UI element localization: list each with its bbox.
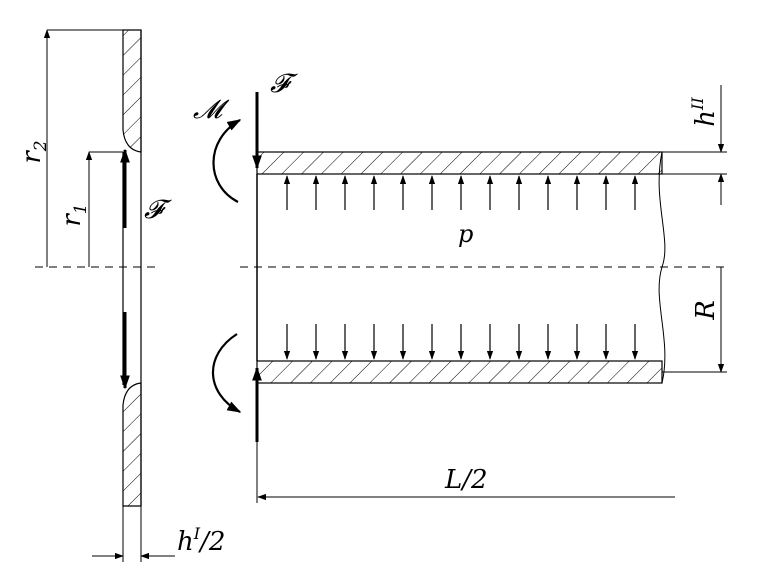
- label-radius: R: [691, 300, 721, 321]
- label-plate-thickness: hI/2: [177, 524, 225, 557]
- label-r2: r2: [17, 140, 51, 163]
- tube-break-line: [658, 151, 666, 384]
- plate-section: [120, 29, 142, 562]
- label-moment: 𝓜: [193, 95, 230, 125]
- dimension-half-length: L/2: [256, 442, 675, 503]
- dimension-radius: R: [662, 267, 727, 373]
- label-half-length: L/2: [444, 465, 488, 495]
- plate-lower-hatch: [122, 382, 142, 507]
- moment-top-arc: [212, 119, 242, 203]
- dimension-r2: r2: [17, 29, 123, 267]
- label-tube-thickness: hII: [688, 97, 721, 127]
- dimension-tube-thickness: hII: [662, 85, 727, 205]
- moment-bottom-arc: [211, 333, 242, 413]
- pressure-arrows-top: [283, 175, 639, 210]
- tube-section: [256, 151, 666, 384]
- label-pressure: p: [458, 220, 473, 248]
- tube-bottom-wall: [256, 360, 663, 384]
- plate-upper-hatch: [122, 29, 142, 153]
- dimension-r1: r1: [57, 151, 123, 267]
- tube-top-wall: [256, 151, 663, 175]
- label-force-top: 𝓕: [270, 69, 298, 99]
- label-force-left: 𝓕: [144, 195, 172, 225]
- dimension-plate-thickness: hI/2: [92, 524, 225, 560]
- pressure-arrows-bottom: [283, 324, 639, 360]
- label-r1: r1: [57, 203, 91, 226]
